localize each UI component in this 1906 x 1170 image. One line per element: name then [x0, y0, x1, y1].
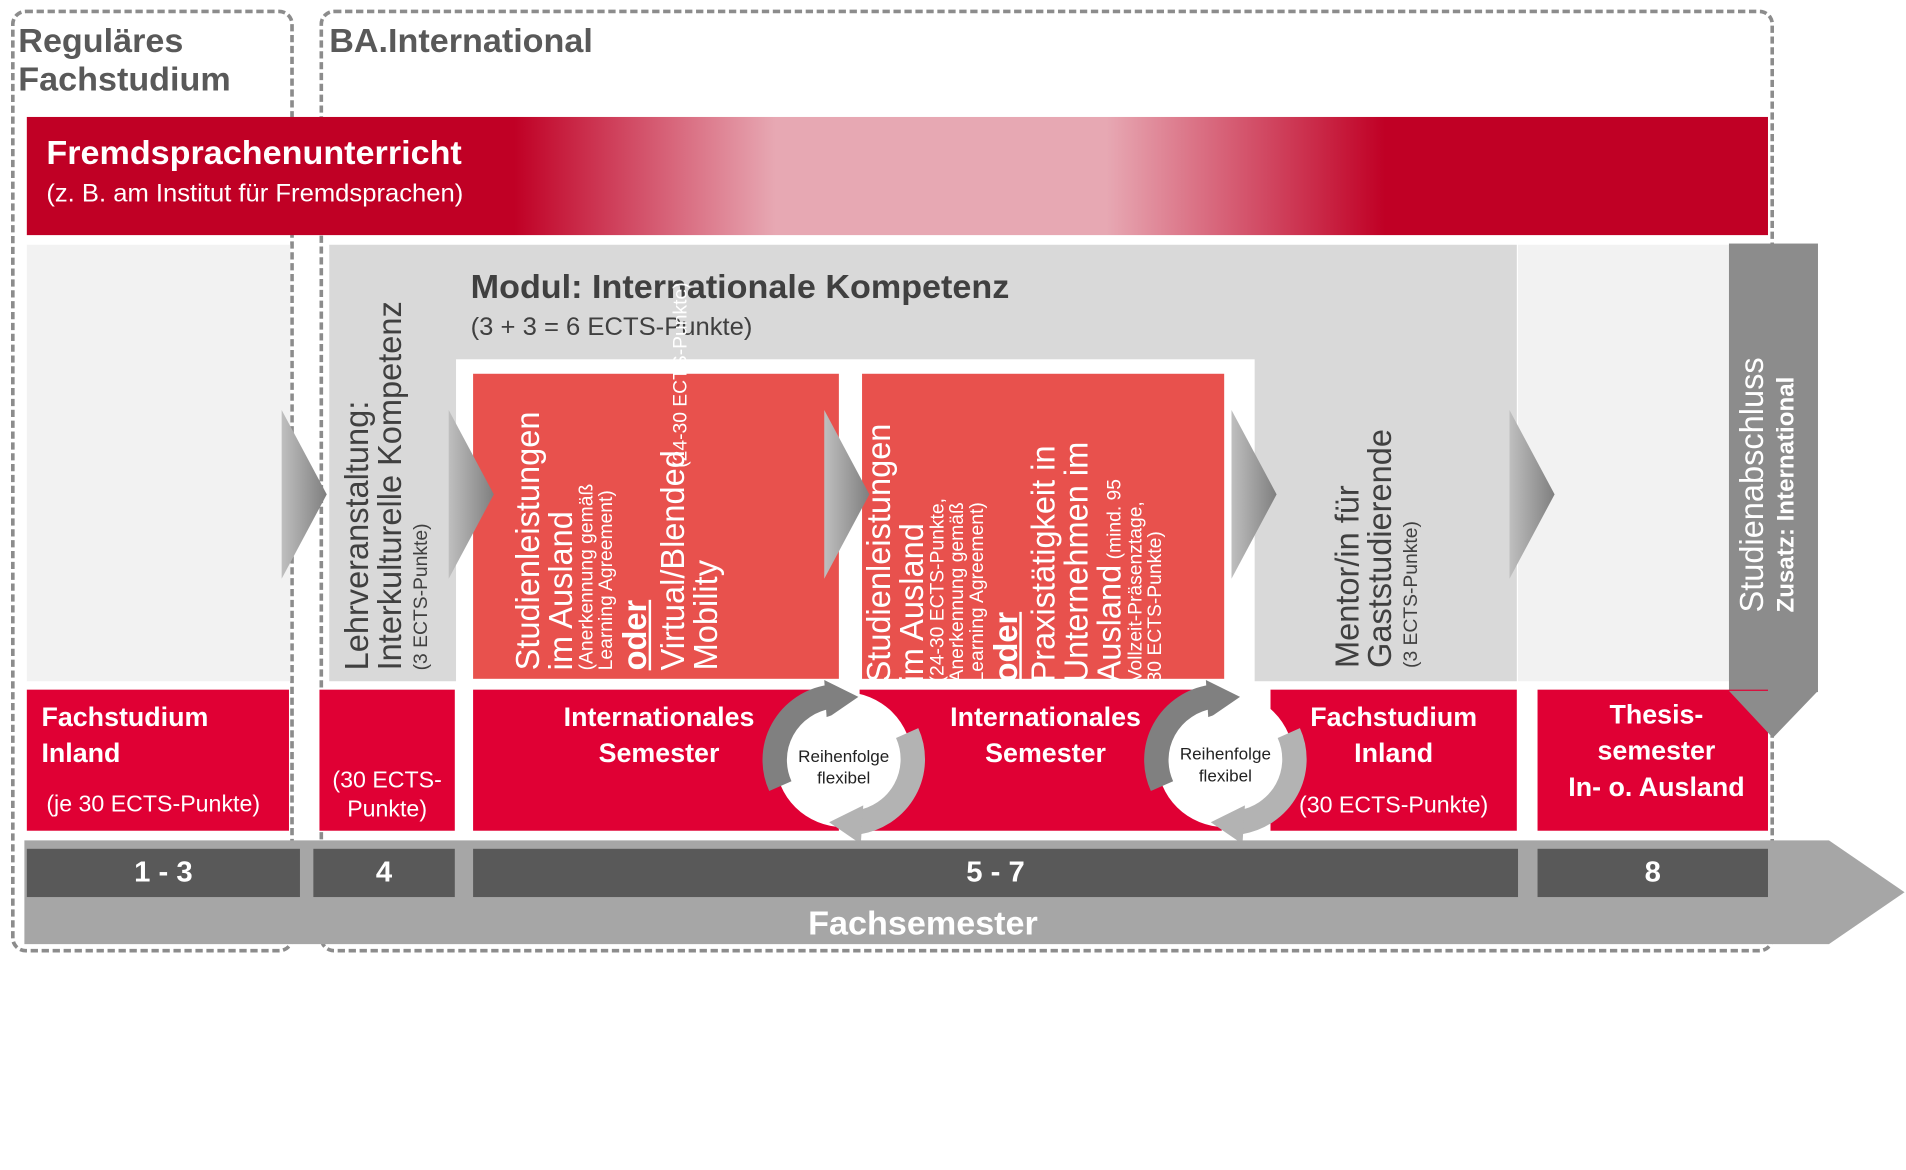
int2-line2: Semester — [985, 737, 1106, 769]
chevron-arrow-icon — [281, 409, 327, 579]
thesis-line3: In- o. Ausland — [1568, 771, 1745, 802]
timeline-segment-4: 4 — [313, 848, 455, 898]
s4-sub-line1: (30 ECTS- — [332, 768, 442, 794]
cycle-label-1: Reihenfolge flexibel — [783, 745, 905, 788]
fach2-sub: (30 ECTS-Punkte) — [1299, 793, 1489, 819]
cycle-label-1-line1: Reihenfolge — [798, 746, 890, 766]
option-box-ausland-virtual — [473, 373, 839, 679]
fach1-title-line1: Fachstudium — [41, 701, 209, 732]
modul-subtitle: (3 + 3 = 6 ECTS-Punkte) — [470, 313, 753, 342]
semester-box-thesis: Thesis- semester In- o. Ausland — [1537, 689, 1768, 831]
chevron-arrow-icon — [448, 409, 494, 579]
thesis-line1: Thesis- — [1609, 699, 1704, 730]
modul-title: Modul: Internationale Kompetenz — [470, 267, 1010, 306]
semester-box-4: (30 ECTS- Punkte) — [319, 689, 455, 831]
fach2-title-line1: Fachstudium — [1310, 701, 1478, 732]
banner-subtitle: (z. B. am Institut für Fremdsprachen) — [46, 179, 464, 208]
cycle-arrows-icon-2 — [1144, 680, 1307, 844]
timeline-segment-5-7: 5 - 7 — [473, 848, 1519, 898]
lehrveranstaltung-text: Lehrveranstaltung: Interkulturelle Kompe… — [338, 301, 432, 671]
studienabschluss-text: Studienabschluss Zusatz: International — [1733, 357, 1800, 613]
background-panel-left — [26, 244, 291, 682]
chevron-arrow-icon — [1231, 409, 1277, 579]
chevron-arrow-icon — [1509, 409, 1555, 579]
cycle-label-2: Reihenfolge flexibel — [1164, 743, 1286, 786]
cycle-label-2-line2: flexibel — [1198, 765, 1252, 785]
abschluss-arrow-tip-icon — [1728, 690, 1818, 738]
chevron-arrow-icon — [824, 409, 870, 579]
timeline-segment-8: 8 — [1537, 848, 1768, 898]
regular-region-title: Reguläres Fachstudium — [18, 21, 231, 98]
option-box-ausland-praxis — [862, 373, 1225, 679]
fach1-title-line2: Inland — [41, 737, 121, 769]
thesis-line2: semester — [1597, 735, 1716, 766]
semester-box-fachstudium-1: Fachstudium Inland (je 30 ECTS-Punkte) — [26, 689, 289, 831]
fremdsprachen-banner: Fremdsprachenunterricht (z. B. am Instit… — [26, 116, 1768, 236]
option-a-text: Studienleistungen im Ausland (Anerkennun… — [509, 282, 725, 671]
cycle-arrows-icon-1 — [762, 680, 925, 844]
banner-title: Fremdsprachenunterricht — [46, 133, 462, 172]
semester-box-fachstudium-2: Fachstudium Inland (30 ECTS-Punkte) — [1270, 689, 1517, 831]
int1-line2: Semester — [598, 737, 720, 769]
fach2-title-line2: Inland — [1354, 737, 1434, 769]
cycle-label-2-line1: Reihenfolge — [1179, 743, 1271, 764]
fachsemester-label: Fachsemester — [808, 904, 1038, 942]
fach1-sub: (je 30 ECTS-Punkte) — [46, 792, 261, 818]
background-panel-right — [1518, 244, 1736, 682]
cycle-label-1-line2: flexibel — [817, 768, 871, 788]
s4-sub-line2: Punkte) — [347, 796, 428, 823]
timeline-segment-1-3: 1 - 3 — [26, 848, 300, 898]
int1-line1: Internationales — [563, 701, 755, 732]
ba-international-title: BA.International — [329, 21, 593, 60]
option-b-text: Studienleistungen im Ausland (24-30 ECTS… — [860, 423, 1166, 683]
mentor-text: Mentor/in für Gaststudierende (3 ECTS-Pu… — [1329, 429, 1422, 668]
abschluss-bar — [1728, 243, 1818, 693]
int2-line1: Internationales — [950, 701, 1141, 732]
